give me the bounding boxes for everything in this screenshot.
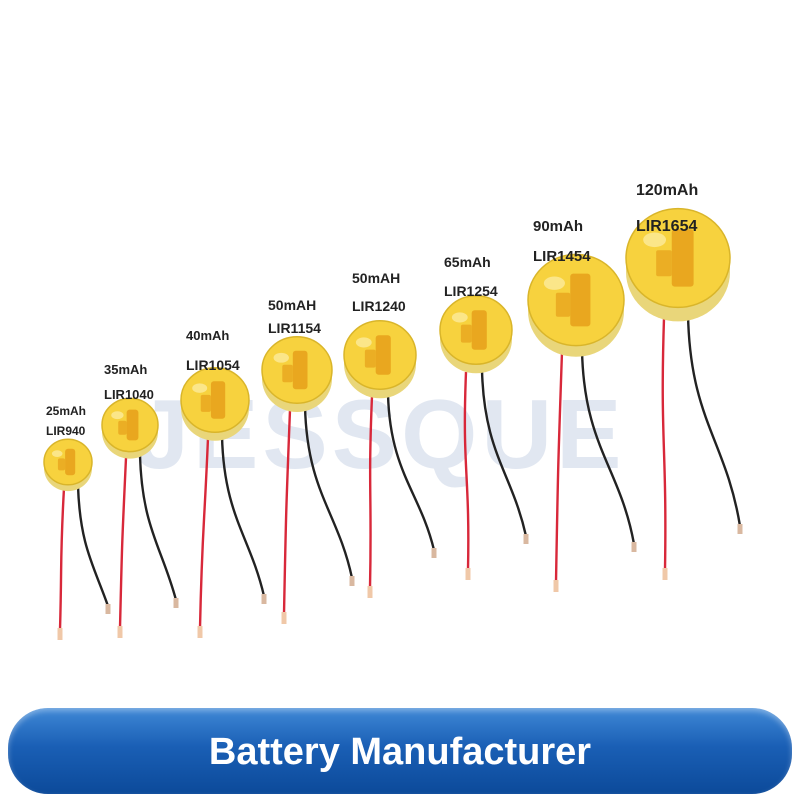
battery-model-label: LIR1254: [444, 283, 498, 299]
solder-tab: [282, 364, 293, 383]
solder-tab: [200, 394, 211, 412]
wire-tip: [281, 612, 287, 624]
solder-tab: [292, 350, 308, 390]
red-wire: [463, 371, 470, 571]
red-wire: [554, 351, 564, 583]
red-wire: [58, 487, 66, 631]
wire-tip: [431, 548, 437, 558]
solder-tab: [460, 324, 472, 343]
battery-capacity-label: 25mAh: [46, 404, 87, 418]
wire-tip: [261, 594, 267, 604]
battery-model-label: LIR1454: [533, 248, 591, 265]
solder-tab: [555, 292, 571, 317]
battery-highlight: [543, 276, 565, 290]
black-wire: [220, 435, 266, 597]
black-wire: [480, 369, 528, 537]
battery-cell: [43, 438, 111, 640]
battery-capacity-label: 40mAh: [186, 328, 230, 343]
solder-tab: [118, 420, 127, 435]
battery-highlight: [111, 411, 124, 420]
battery-capacity-label: 90mAh: [533, 218, 584, 235]
solder-tab: [126, 409, 139, 441]
wire-tip: [631, 542, 637, 552]
banner-title: Battery Manufacturer: [208, 731, 592, 773]
battery-capacity-label: 50mAH: [268, 297, 317, 313]
solder-tab: [210, 381, 226, 419]
battery-capacity-label: 65mAh: [444, 254, 491, 270]
battery-cell: [527, 253, 637, 592]
red-wire: [368, 395, 374, 589]
solder-tab: [671, 229, 694, 287]
solder-tab: [471, 310, 487, 350]
wire-tip: [173, 598, 179, 608]
battery-model-label: LIR1154: [268, 320, 321, 336]
wire-tip: [367, 586, 373, 598]
wire-tip: [117, 626, 123, 638]
battery-model-label: LIR1240: [352, 298, 406, 314]
wire-tip: [197, 626, 203, 638]
battery-highlight: [643, 232, 667, 248]
red-wire: [661, 317, 667, 571]
battery-cell: [261, 336, 355, 624]
wire-tip: [465, 568, 471, 580]
battery-capacity-label: 120mAh: [636, 182, 699, 199]
black-wire: [386, 393, 436, 551]
battery-rim: [261, 336, 333, 404]
battery-cell: [625, 207, 743, 580]
battery-rim: [180, 366, 250, 434]
battery-rim: [527, 253, 625, 347]
battery-cell: [439, 295, 529, 580]
solder-tab: [656, 250, 672, 277]
wire-tip: [553, 580, 559, 592]
battery-model-label: LIR1654: [636, 218, 698, 235]
battery-model-label: LIR940: [46, 424, 86, 438]
wire-tip: [662, 568, 668, 580]
battery-cell: [180, 366, 267, 638]
battery-capacity-label: 35mAh: [104, 362, 148, 377]
battery-model-label: LIR1054: [186, 357, 240, 373]
red-wire: [118, 457, 128, 629]
banner: Battery Manufacturer: [8, 708, 792, 794]
battery-rim: [439, 295, 513, 365]
solder-tab: [57, 458, 66, 471]
battery-highlight: [273, 352, 289, 363]
battery-highlight: [192, 383, 208, 393]
battery-highlight: [355, 337, 372, 348]
solder-tab: [375, 335, 391, 375]
black-wire: [76, 485, 110, 607]
battery-highlight: [451, 312, 468, 323]
red-wire: [198, 437, 210, 629]
battery-highlight: [51, 450, 63, 457]
solder-tab: [65, 448, 76, 476]
wire-tip: [105, 604, 111, 614]
black-wire: [580, 349, 636, 545]
battery-cell: [101, 397, 179, 638]
solder-tab: [364, 349, 376, 368]
red-wire: [282, 409, 292, 615]
black-wire: [138, 454, 178, 601]
wire-tip: [57, 628, 63, 640]
battery-rim: [343, 320, 417, 390]
wire-tip: [737, 524, 743, 534]
battery-rim: [101, 397, 159, 453]
battery-rim: [625, 207, 731, 309]
wire-tip: [349, 576, 355, 586]
battery-capacity-label: 50mAH: [352, 270, 401, 286]
battery-model-label: LIR1040: [104, 387, 154, 402]
black-wire: [303, 405, 354, 579]
battery-rim: [43, 438, 93, 486]
solder-tab: [570, 273, 591, 327]
wire-tip: [523, 534, 529, 544]
battery-cell: [343, 320, 437, 598]
black-wire: [686, 313, 742, 527]
